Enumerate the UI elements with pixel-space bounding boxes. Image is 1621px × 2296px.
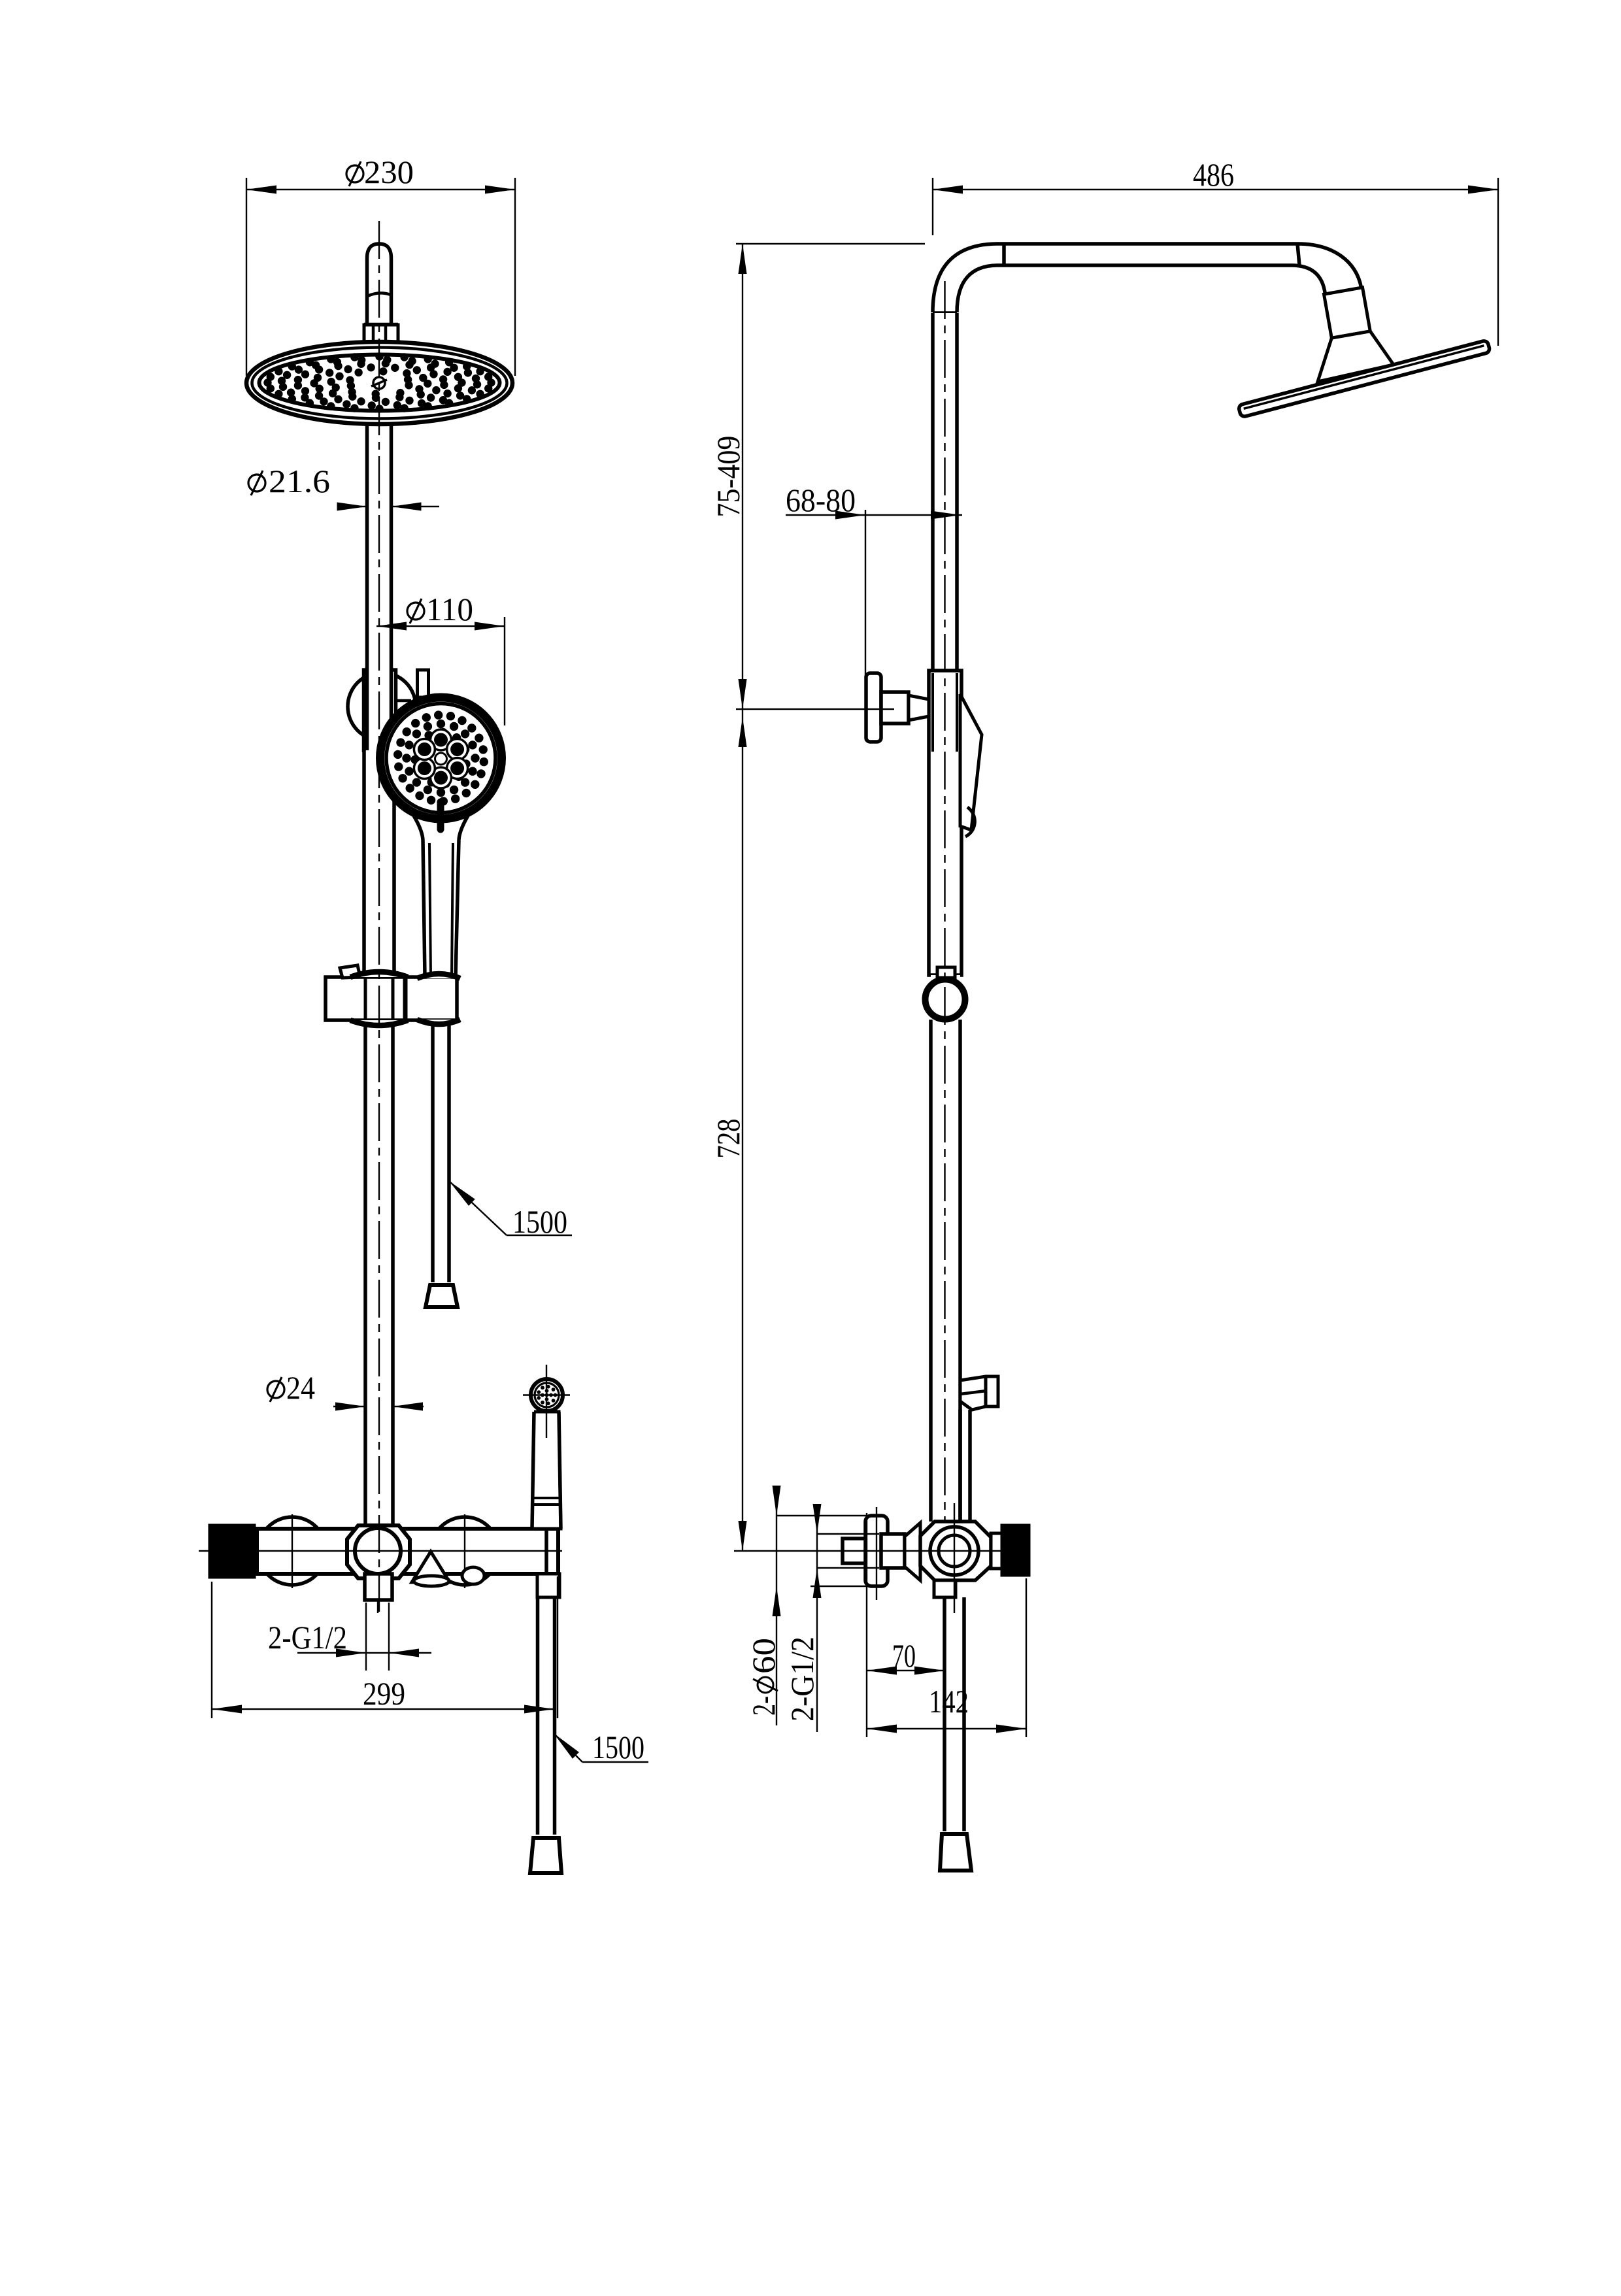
svg-text:728: 728 [710,1119,746,1159]
svg-text:299: 299 [363,1675,405,1712]
svg-text:142: 142 [929,1683,969,1720]
svg-text:60: 60 [745,1638,782,1674]
svg-text:24: 24 [286,1369,315,1406]
svg-text:1500: 1500 [512,1203,567,1240]
svg-text:2-G1/2: 2-G1/2 [784,1637,820,1722]
svg-text:21.6: 21.6 [269,463,330,499]
svg-text:2-: 2- [745,1696,782,1716]
svg-text:486: 486 [1193,156,1234,193]
svg-text:68-80: 68-80 [786,482,856,518]
svg-text:110: 110 [426,591,473,627]
svg-text:75-409: 75-409 [710,436,746,518]
svg-text:1500: 1500 [592,1729,644,1765]
svg-text:230: 230 [364,154,414,190]
svg-text:70: 70 [892,1637,916,1674]
svg-text:2-G1/2: 2-G1/2 [268,1619,347,1655]
